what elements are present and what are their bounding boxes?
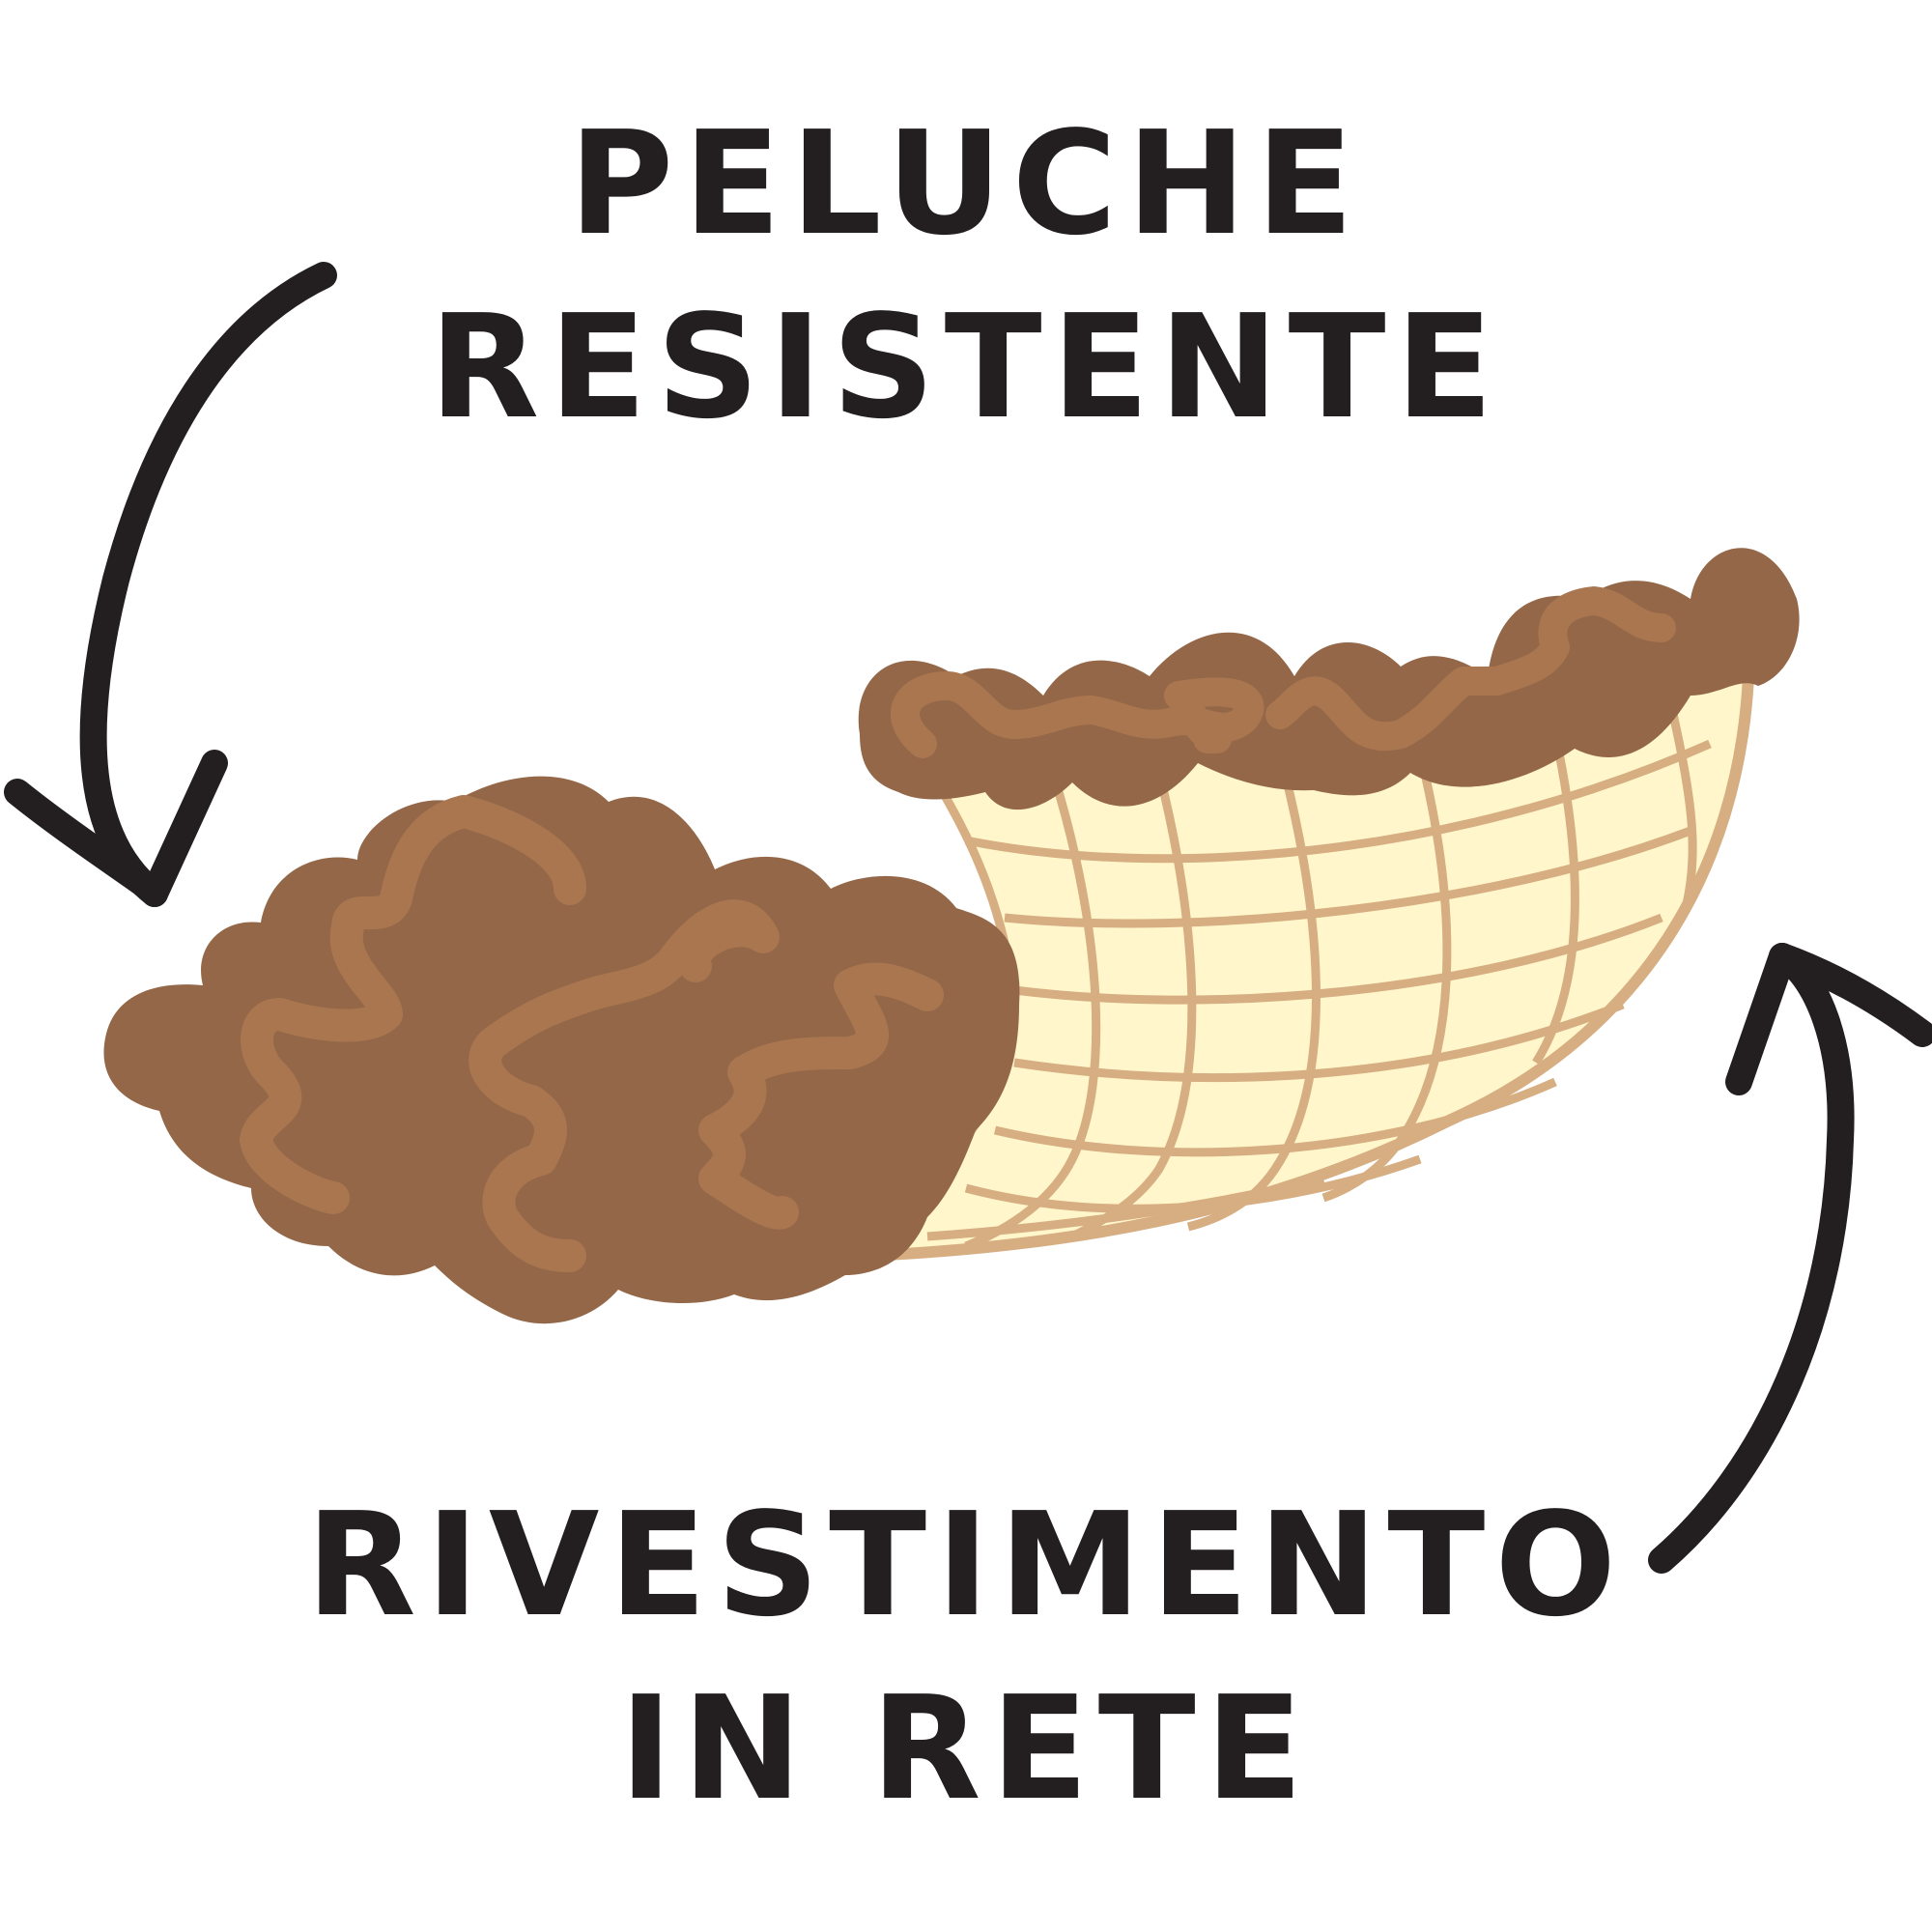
plush-clump-fibers — [240, 795, 944, 1272]
plush-clump — [103, 776, 1020, 1324]
plush-top-edge-fibers — [891, 586, 1676, 758]
label-plush-resistant: PELUCHE RESISTENTE — [0, 92, 1932, 459]
mesh-vertical-lines — [964, 704, 1697, 1251]
curved-arrow-up-right-icon — [1648, 943, 1932, 1574]
curved-arrow-down-left-icon — [4, 262, 337, 907]
label-plush-resistant-line1: PELUCHE — [568, 100, 1364, 267]
label-mesh-lining: RIVESTIMENTO IN RETE — [0, 1473, 1932, 1840]
label-plush-resistant-line2: RESISTENTE — [429, 284, 1503, 450]
plush-top-edge — [858, 548, 1800, 810]
label-mesh-lining-line2: IN RETE — [619, 1665, 1313, 1832]
label-mesh-lining-line1: RIVESTIMENTO — [305, 1482, 1627, 1648]
mesh-rim — [868, 675, 1754, 1262]
mesh-lining — [862, 670, 1754, 1262]
